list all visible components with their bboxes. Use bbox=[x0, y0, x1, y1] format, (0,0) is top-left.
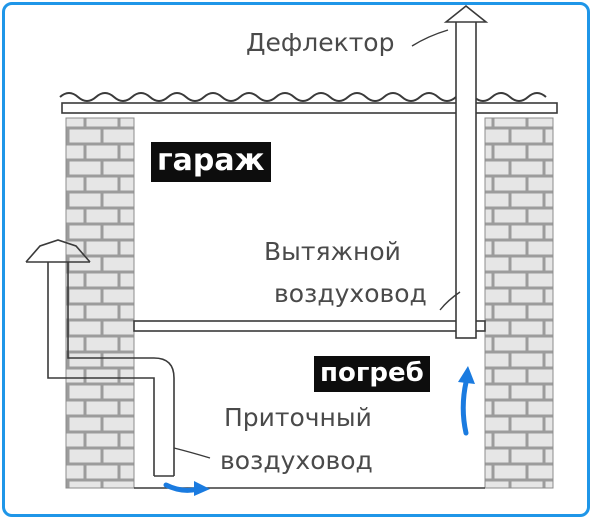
exhaust-leader bbox=[439, 291, 461, 311]
deflector-cap-icon bbox=[443, 4, 489, 23]
roof-slab bbox=[61, 102, 558, 114]
exhaust-duct bbox=[455, 19, 477, 339]
airflow-arrow-icon bbox=[163, 366, 475, 496]
supply-leader bbox=[173, 447, 211, 459]
garage-tag: гараж bbox=[151, 142, 271, 182]
exhaust-label-line2: воздуховод bbox=[274, 279, 427, 308]
exhaust-label-line1: Вытяжной bbox=[264, 237, 401, 266]
right-brick-wall bbox=[484, 117, 554, 489]
deflector-leader bbox=[411, 29, 449, 47]
supply-label-line1: Приточный bbox=[224, 403, 372, 432]
supply-duct-inner bbox=[47, 262, 155, 476]
floor-slab bbox=[133, 320, 486, 332]
supply-label-line2: воздуховод bbox=[220, 446, 373, 475]
supply-duct-outer bbox=[67, 262, 175, 476]
left-brick-wall bbox=[65, 117, 135, 489]
supply-cap bbox=[25, 239, 91, 263]
deflector-label: Дефлектор bbox=[246, 28, 395, 57]
cellar-tag: погреб bbox=[314, 356, 430, 392]
